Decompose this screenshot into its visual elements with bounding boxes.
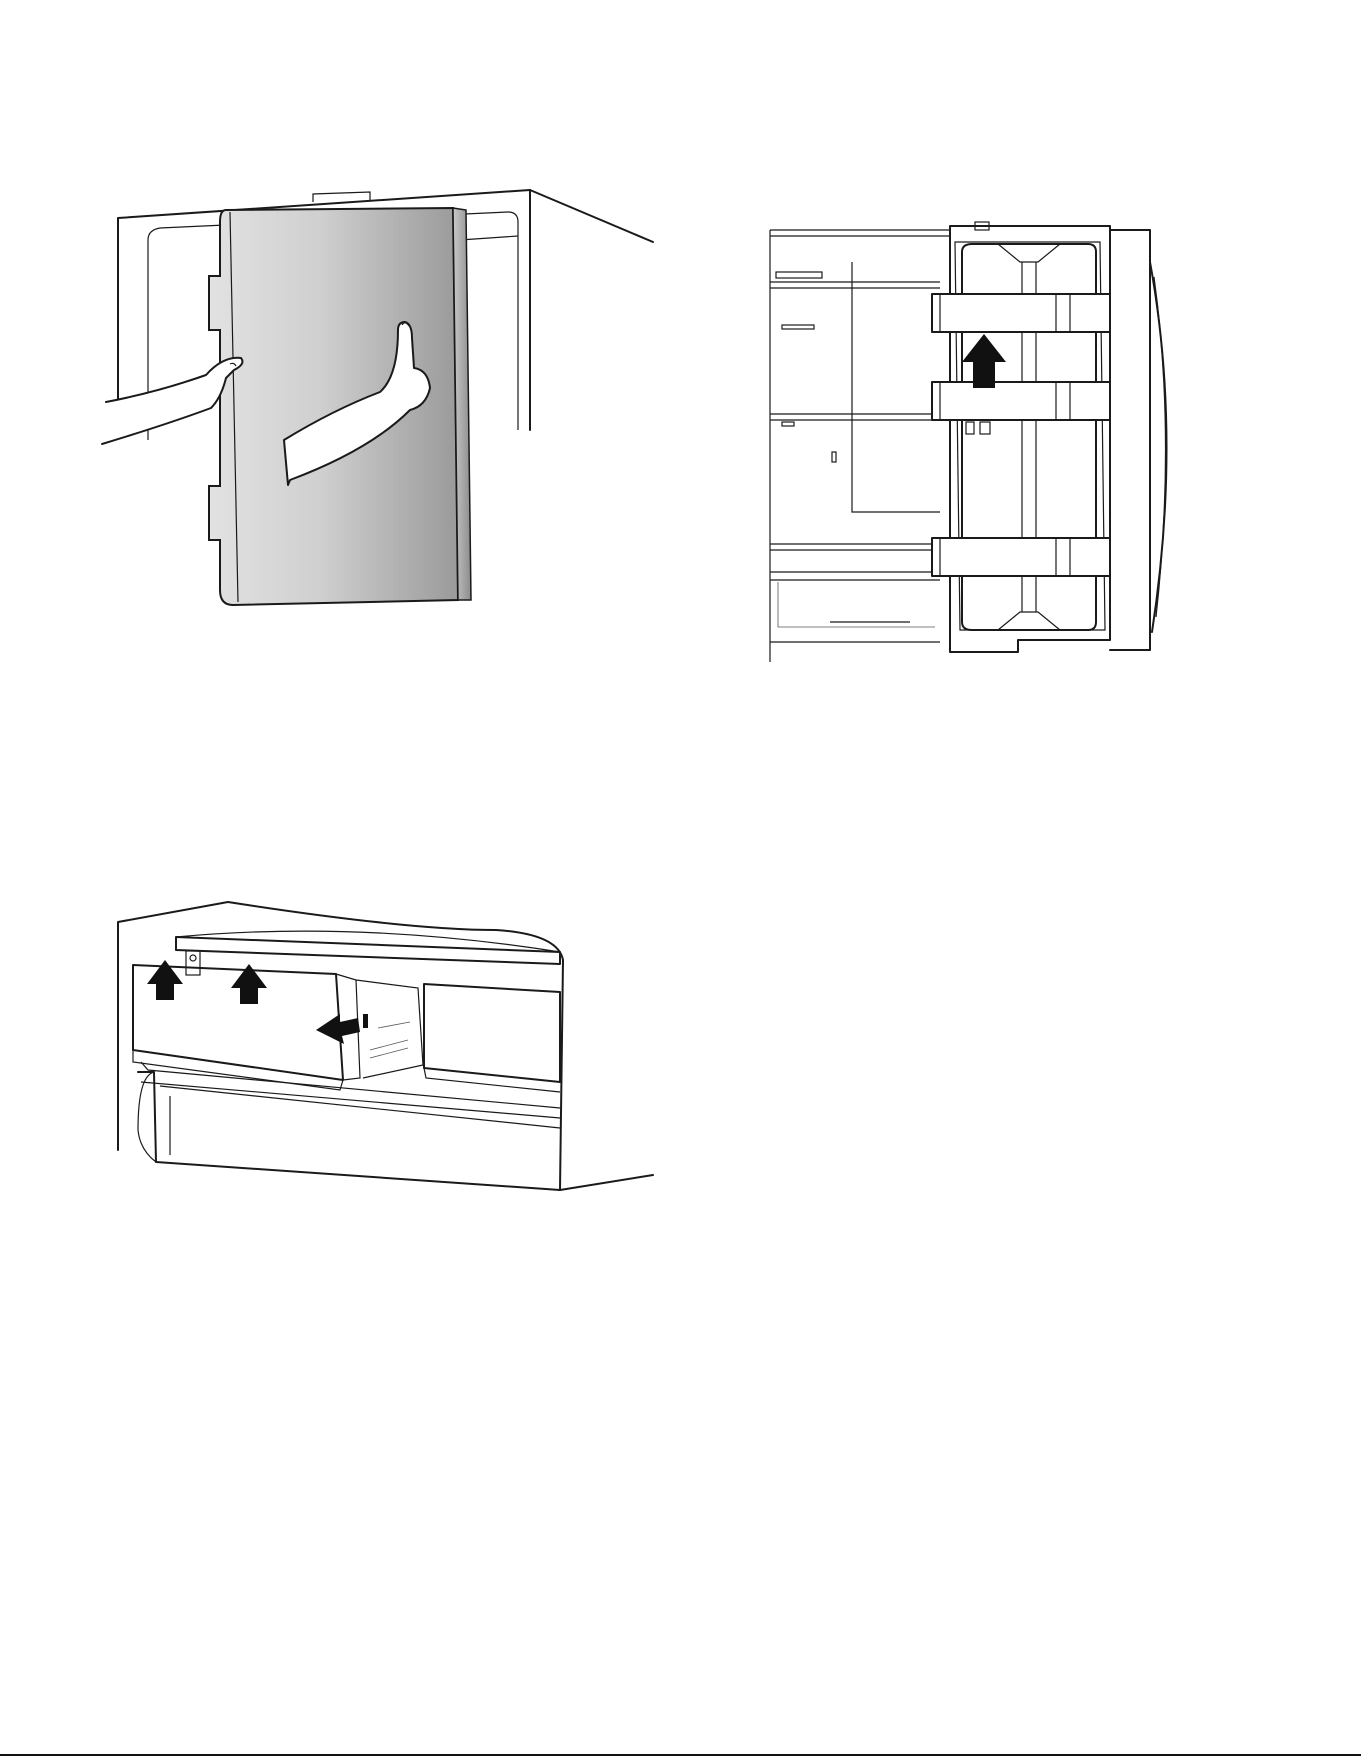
cabinet-top-edge <box>530 190 653 242</box>
drawer-tab-hole <box>190 955 196 961</box>
liner-shelf-line <box>460 236 518 240</box>
page-bottom-rule <box>0 1754 1361 1756</box>
door-frame <box>950 226 1110 652</box>
shelf-middle <box>770 414 940 420</box>
shelf-bottom <box>770 544 940 550</box>
drawer-removal-figure <box>108 900 668 1210</box>
door-bin-removal-figure <box>770 222 1190 667</box>
crisper-outline <box>778 582 935 627</box>
door-bin-lift-arrow-illustration <box>770 222 1190 667</box>
drawer-interior <box>356 980 423 1078</box>
door-bin-bottom <box>932 538 1110 576</box>
cabinet-top-lines <box>770 230 950 236</box>
lower-rail-2 <box>141 1082 560 1118</box>
drawer-ribs <box>370 1022 410 1058</box>
hands-lifting-door-illustration <box>108 180 668 660</box>
liner-bottom-detail <box>998 612 1060 630</box>
lift-arrow-icon <box>962 334 1006 388</box>
bin-clip-left <box>966 422 974 434</box>
lower-rail-3 <box>160 1086 560 1128</box>
shelf-top <box>770 282 940 288</box>
crisper-drawer-lift-arrows-illustration <box>108 900 668 1210</box>
crisper-top-rail <box>770 572 940 580</box>
lower-frame <box>138 1072 560 1190</box>
crisper-cover-front <box>176 937 560 964</box>
right-drawer-front <box>424 984 560 1082</box>
shelf-label-small <box>782 422 794 426</box>
shelf-label-mid <box>782 325 814 329</box>
door-handle <box>1150 262 1167 632</box>
shelf-label-top <box>776 272 822 278</box>
door-bin-middle <box>932 382 1110 420</box>
latch-mark <box>832 452 836 462</box>
door-front <box>1110 230 1150 650</box>
liner-top-detail <box>998 244 1060 262</box>
bin-clip-right <box>980 422 990 434</box>
inner-panel <box>852 262 940 512</box>
door-bin-top <box>932 294 1110 332</box>
door-removal-figure <box>108 180 668 660</box>
door-panel <box>209 208 458 605</box>
pull-arrow-tail <box>363 1014 368 1028</box>
